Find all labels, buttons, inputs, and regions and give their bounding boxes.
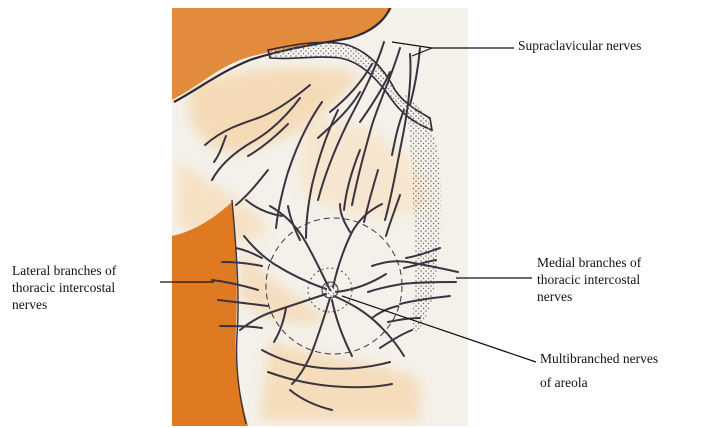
supraclavicular-label-text: Supraclavicular nerves xyxy=(518,37,641,54)
nipple-center xyxy=(322,282,338,298)
medial-label-line-3: nerves xyxy=(537,288,641,305)
lateral-label-line-3: nerves xyxy=(12,296,116,313)
supraclavicular-nerves-label: Supraclavicular nerves xyxy=(518,37,641,54)
medial-label-line-1: Medial branches of xyxy=(537,254,641,271)
lateral-label-line-1: Lateral branches of xyxy=(12,262,116,279)
multibranched-nerves-label: Multibranched nerves of areola xyxy=(540,347,658,395)
medial-label-line-2: thoracic intercostal xyxy=(537,271,641,288)
lateral-branches-label: Lateral branches of thoracic intercostal… xyxy=(12,262,116,313)
multibranched-label-line-1: Multibranched nerves xyxy=(540,347,658,371)
multibranched-label-line-2: of areola xyxy=(540,371,658,395)
lateral-label-line-2: thoracic intercostal xyxy=(12,279,116,296)
medial-branches-label: Medial branches of thoracic intercostal … xyxy=(537,254,641,305)
